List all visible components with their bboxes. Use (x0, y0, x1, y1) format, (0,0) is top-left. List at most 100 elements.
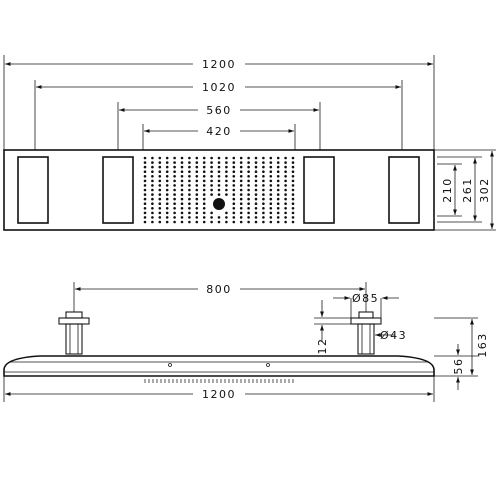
spray-hole (291, 165, 295, 169)
spray-hole (262, 220, 265, 224)
spray-hole (188, 211, 191, 215)
spray-hole (225, 184, 228, 187)
spray-hole (254, 202, 258, 205)
spray-hole (254, 188, 258, 192)
spray-hole (195, 202, 199, 205)
spray-hole (210, 165, 213, 169)
spray-hole (202, 184, 206, 187)
spray-hole (195, 156, 199, 160)
spray-hole (269, 161, 273, 164)
spray-hole (262, 202, 265, 205)
spray-hole (254, 184, 258, 187)
spray-hole (247, 216, 250, 219)
dim-label-12: 12 (316, 338, 329, 355)
spray-hole (247, 170, 250, 173)
spray-hole (180, 197, 184, 201)
spray-hole (284, 175, 287, 178)
spray-hole (180, 207, 184, 210)
spray-hole (173, 193, 176, 196)
spray-hole (262, 197, 265, 201)
spray-hole (225, 216, 228, 219)
spray-hole (158, 207, 162, 210)
spray-hole (180, 184, 184, 187)
spray-hole (232, 184, 236, 187)
left-ceiling-arm (58, 311, 90, 355)
dim-label-560: 560 (206, 104, 232, 117)
spray-hole (232, 165, 236, 169)
spray-hole (210, 211, 213, 215)
spray-hole (188, 184, 191, 187)
nozzle-bar-3 (303, 156, 335, 224)
spray-hole (217, 179, 221, 183)
spray-hole (284, 161, 287, 164)
spray-hole (143, 161, 147, 164)
spray-hole (195, 175, 199, 178)
spray-hole (165, 170, 169, 173)
spray-hole (165, 193, 169, 196)
dim-label-210: 210 (441, 177, 454, 203)
spray-hole (225, 220, 228, 224)
spray-hole (269, 216, 273, 219)
spray-hole (151, 197, 154, 201)
spray-hole (143, 207, 147, 210)
spray-hole (158, 193, 162, 196)
spray-hole (158, 220, 162, 224)
spray-hole (195, 207, 199, 210)
spray-hole (202, 170, 206, 173)
spray-hole (239, 197, 243, 201)
spray-hole (239, 179, 243, 183)
spray-hole (180, 202, 184, 205)
top-view: 1200 1020 560 420 210 261 (3, 55, 496, 231)
spray-hole (247, 175, 250, 178)
spray-hole (165, 220, 169, 224)
spray-hole (143, 216, 147, 219)
spray-hole (188, 165, 191, 169)
dim-label-1020: 1020 (202, 81, 236, 94)
spray-hole (217, 156, 221, 160)
spray-hole (210, 175, 213, 178)
spray-hole (254, 156, 258, 160)
spray-hole (276, 175, 280, 178)
spray-hole (158, 197, 162, 201)
spray-hole (210, 193, 213, 196)
spray-hole (291, 156, 295, 160)
spray-hole (188, 170, 191, 173)
spray-hole (225, 193, 228, 196)
spray-hole (291, 175, 295, 178)
spray-hole (173, 207, 176, 210)
spray-hole (247, 156, 250, 160)
spray-hole (254, 175, 258, 178)
spray-hole (173, 211, 176, 215)
spray-hole (202, 165, 206, 169)
spray-hole (158, 188, 162, 192)
spray-hole (143, 184, 147, 187)
spray-hole (291, 161, 295, 164)
spray-hole (269, 165, 273, 169)
spray-hole (276, 211, 280, 215)
spray-hole (276, 184, 280, 187)
spray-hole (232, 156, 236, 160)
spray-hole (210, 220, 213, 224)
spray-hole (158, 161, 162, 164)
dim-label-diameter-43: Ø43 (380, 329, 407, 342)
spray-hole (158, 216, 162, 219)
spray-hole (165, 216, 169, 219)
spray-hole (202, 202, 206, 205)
spray-hole (180, 170, 184, 173)
spray-hole (284, 216, 287, 219)
spray-hole (202, 220, 206, 224)
shower-plate-outline (3, 149, 435, 231)
dim-label-1200-top: 1200 (202, 58, 236, 71)
spray-hole (188, 175, 191, 178)
spray-hole (143, 220, 147, 224)
spray-hole (239, 220, 243, 224)
spray-hole (232, 175, 236, 178)
nozzle-bar-2 (102, 156, 134, 224)
spray-hole (291, 211, 295, 215)
dim-label-1200-bottom: 1200 (202, 388, 236, 401)
spray-hole (165, 156, 169, 160)
spray-hole (262, 188, 265, 192)
spray-hole (269, 202, 273, 205)
spray-hole (291, 170, 295, 173)
spray-hole (210, 188, 213, 192)
